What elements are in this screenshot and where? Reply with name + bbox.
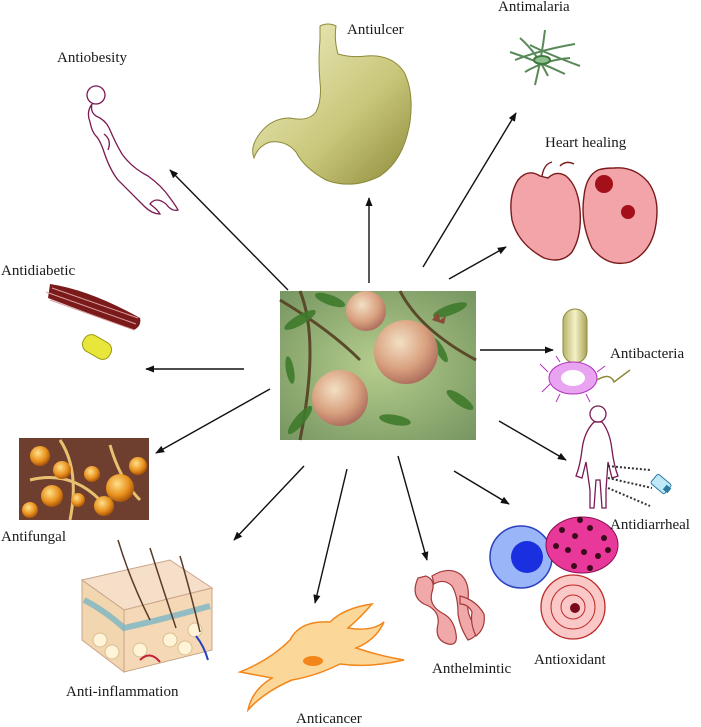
arrow-antimalaria: [423, 113, 516, 267]
label-anthelmintic: Anthelmintic: [432, 662, 511, 677]
human-body-outline-icon: [87, 86, 178, 214]
cancer-cell-icon: [240, 604, 404, 710]
heart-icon: [511, 162, 657, 263]
label-antidiarrheal: Antidiarrheal: [610, 518, 690, 533]
label-antioxidant: Antioxidant: [534, 653, 606, 668]
label-antiulcer: Antiulcer: [347, 23, 404, 38]
pomegranate-tree-photo: [280, 290, 476, 440]
arrow-antiobesity: [170, 170, 288, 290]
stomach-icon: [253, 24, 411, 184]
malaria-parasite-icon: [510, 30, 580, 85]
arrow-heart: [449, 247, 506, 279]
label-antimalaria: Antimalaria: [498, 0, 570, 15]
fungal-spores-icon: [19, 438, 149, 520]
arrow-antiinflammation: [234, 466, 304, 540]
label-antifungal: Antifungal: [1, 530, 66, 545]
blood-cells-icon: [490, 517, 618, 639]
label-heart-healing: Heart healing: [545, 136, 626, 151]
worm-icon: [415, 570, 484, 644]
human-body-spray-icon: [576, 406, 672, 508]
label-antibacteria: Antibacteria: [610, 347, 684, 362]
label-antiobesity: Antiobesity: [57, 51, 127, 66]
arrow-antioxidant: [454, 471, 509, 504]
label-anti-inflammation: Anti-inflammation: [66, 685, 178, 700]
skin-section-icon: [82, 540, 212, 672]
label-antidiabetic: Antidiabetic: [1, 264, 75, 279]
arrow-anthelmintic: [398, 456, 427, 560]
label-anticancer: Anticancer: [296, 712, 362, 727]
arrow-anticancer: [315, 469, 347, 603]
muscle-fiber-icon: [46, 284, 140, 362]
arrow-antifungal: [156, 389, 270, 453]
arrow-antidiarrheal: [499, 421, 566, 460]
